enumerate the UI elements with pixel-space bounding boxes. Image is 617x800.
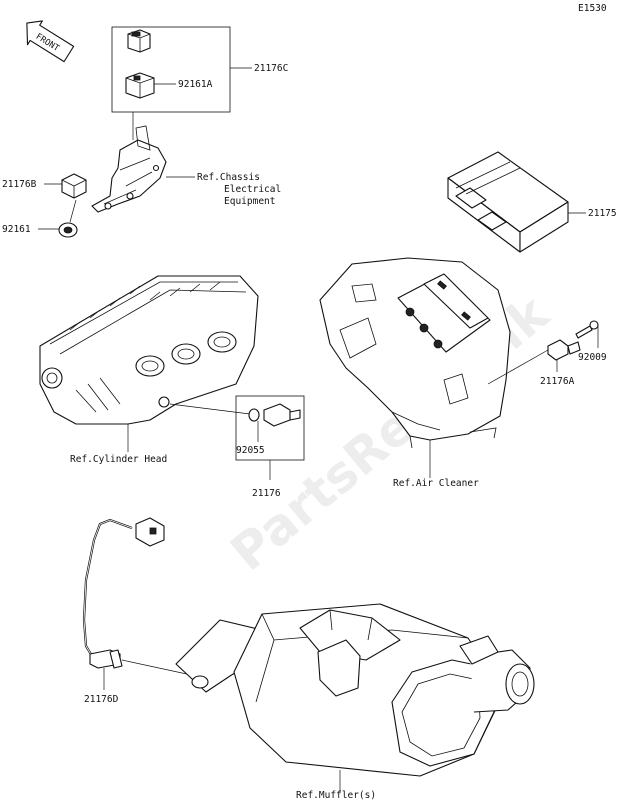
chassis-bracket (91, 125, 195, 213)
label-21175: 21175 (588, 208, 617, 219)
o2-sensor-21176d (82, 517, 197, 690)
page-code: E1530 (578, 3, 607, 14)
group-bracket-box (111, 26, 231, 113)
grommet-92161-icon (38, 199, 78, 238)
label-ref-chassis-3: Equipment (224, 196, 275, 207)
label-21176: 21176 (252, 488, 281, 499)
label-92161a: 92161A (178, 79, 213, 90)
air-cleaner (319, 257, 511, 478)
muffler (175, 603, 535, 792)
label-21176c: 21176C (254, 63, 288, 74)
washer-92055-icon (248, 408, 260, 422)
label-ref-cylinder-head: Ref.Cylinder Head (70, 454, 167, 465)
relay-92161a-icon (125, 72, 155, 99)
label-ref-muffler: Ref.Muffler(s) (296, 790, 376, 800)
sensor-21176b-icon (44, 173, 87, 199)
relay-top-icon (127, 29, 151, 53)
temp-sensor-21176-icon (263, 403, 301, 427)
label-21176a: 21176A (540, 376, 575, 387)
label-92055: 92055 (236, 445, 265, 456)
ecu-21175 (447, 151, 586, 253)
label-ref-air-cleaner: Ref.Air Cleaner (393, 478, 479, 489)
label-21176d: 21176D (84, 694, 119, 705)
screw-92009-icon (575, 320, 599, 348)
cylinder-head (39, 275, 259, 452)
label-92009: 92009 (578, 352, 607, 363)
sensor-21176a-icon (487, 339, 581, 385)
label-ref-chassis-2: Electrical (224, 184, 281, 195)
bracket-group-21176c (111, 26, 252, 140)
sensor-21176-group (169, 395, 305, 480)
front-arrow-icon: FRONT (26, 20, 75, 63)
label-92161: 92161 (2, 224, 31, 235)
label-21176b: 21176B (2, 179, 37, 190)
label-ref-chassis: Ref.Chassis (197, 172, 260, 183)
